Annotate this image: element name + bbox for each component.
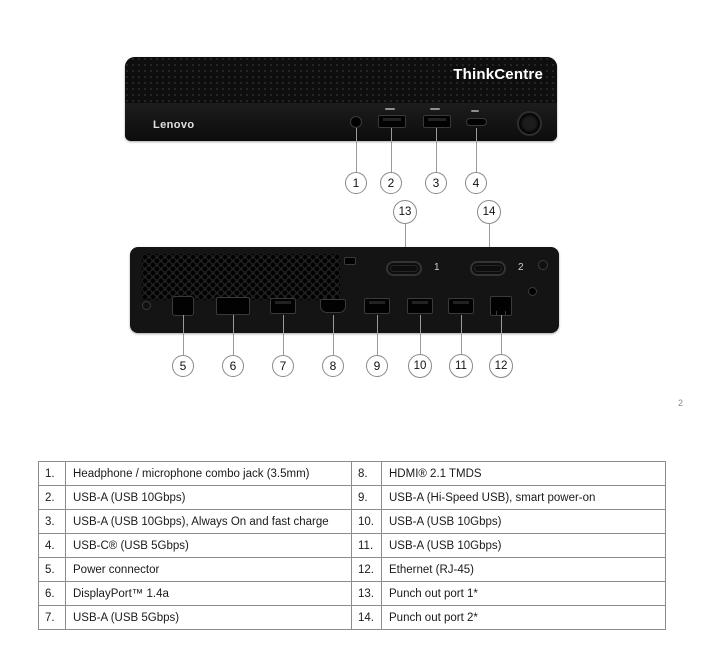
port-legend-table: 1. Headphone / microphone combo jack (3.… bbox=[38, 461, 666, 630]
leader-line-14 bbox=[489, 224, 490, 262]
legend-row: 6. DisplayPort™ 1.4a 13. Punch out port … bbox=[38, 581, 666, 606]
legend-row: 2. USB-A (USB 10Gbps) 9. USB-A (Hi-Speed… bbox=[38, 485, 666, 510]
callout-8: 8 bbox=[322, 355, 344, 377]
punch-out-label-2: 2 bbox=[518, 262, 524, 273]
legend-desc: Punch out port 2* bbox=[381, 605, 666, 630]
punch-out-port-1 bbox=[386, 261, 422, 276]
punch-out-label-1: 1 bbox=[434, 262, 440, 273]
callout-6: 6 bbox=[222, 355, 244, 377]
callout-10: 10 bbox=[408, 354, 432, 378]
legend-num: 12. bbox=[351, 557, 382, 582]
leader-line-10 bbox=[420, 315, 421, 355]
security-lock-slot bbox=[344, 257, 356, 265]
callout-14: 14 bbox=[477, 200, 501, 224]
screw bbox=[142, 301, 151, 310]
displayport bbox=[216, 297, 250, 315]
legend-num: 14. bbox=[351, 605, 382, 630]
legend-desc: USB-A (USB 10Gbps), Always On and fast c… bbox=[65, 509, 352, 534]
legend-num: 5. bbox=[38, 557, 66, 582]
callout-2: 2 bbox=[380, 172, 402, 194]
leader-line-6 bbox=[233, 315, 234, 355]
legend-desc: USB-C® (USB 5Gbps) bbox=[65, 533, 352, 558]
leader-line-11 bbox=[461, 315, 462, 355]
vent-grille bbox=[142, 254, 340, 300]
callout-4: 4 bbox=[465, 172, 487, 194]
callout-11: 11 bbox=[449, 354, 473, 378]
callout-5: 5 bbox=[172, 355, 194, 377]
legend-desc: HDMI® 2.1 TMDS bbox=[381, 461, 666, 486]
headphone-jack bbox=[350, 116, 362, 128]
leader-line-3 bbox=[436, 128, 437, 172]
hdmi-port bbox=[320, 299, 346, 313]
legend-desc: USB-A (Hi-Speed USB), smart power-on bbox=[381, 485, 666, 510]
legend-row: 5. Power connector 12. Ethernet (RJ-45) bbox=[38, 557, 666, 582]
rear-usb-a-port-1 bbox=[270, 298, 296, 314]
power-connector bbox=[172, 296, 194, 316]
leader-line-7 bbox=[283, 315, 284, 355]
callout-9: 9 bbox=[366, 355, 388, 377]
leader-line-12 bbox=[501, 315, 502, 355]
legend-desc: Ethernet (RJ-45) bbox=[381, 557, 666, 582]
power-button bbox=[517, 111, 542, 136]
antenna-hole bbox=[528, 287, 537, 296]
legend-desc: Headphone / microphone combo jack (3.5mm… bbox=[65, 461, 352, 486]
callout-3: 3 bbox=[425, 172, 447, 194]
page-number: 2 bbox=[678, 398, 684, 408]
usb-marking bbox=[385, 108, 395, 110]
legend-desc: USB-A (USB 10Gbps) bbox=[65, 485, 352, 510]
leader-line-5 bbox=[183, 315, 184, 355]
ethernet-port bbox=[490, 296, 512, 316]
legend-row: 1. Headphone / microphone combo jack (3.… bbox=[38, 461, 666, 486]
legend-desc: USB-A (USB 10Gbps) bbox=[381, 509, 666, 534]
front-top-surface: ThinkCentre bbox=[125, 57, 557, 103]
legend-num: 1. bbox=[38, 461, 66, 486]
legend-num: 10. bbox=[351, 509, 382, 534]
legend-desc: USB-A (USB 10Gbps) bbox=[381, 533, 666, 558]
legend-num: 13. bbox=[351, 581, 382, 606]
rear-usb-a-port-4 bbox=[448, 298, 474, 314]
legend-num: 8. bbox=[351, 461, 382, 486]
legend-row: 4. USB-C® (USB 5Gbps) 11. USB-A (USB 10G… bbox=[38, 533, 666, 558]
usb-c-marking bbox=[471, 110, 479, 112]
legend-row: 3. USB-A (USB 10Gbps), Always On and fas… bbox=[38, 509, 666, 534]
legend-desc: USB-A (USB 5Gbps) bbox=[65, 605, 352, 630]
legend-desc: DisplayPort™ 1.4a bbox=[65, 581, 352, 606]
rear-usb-a-port-3 bbox=[407, 298, 433, 314]
front-usb-a-port-1 bbox=[378, 115, 406, 128]
legend-num: 11. bbox=[351, 533, 382, 558]
legend-row: 7. USB-A (USB 5Gbps) 14. Punch out port … bbox=[38, 605, 666, 630]
callout-13: 13 bbox=[393, 200, 417, 224]
rear-usb-a-port-2 bbox=[364, 298, 390, 314]
front-usb-c-port bbox=[466, 118, 487, 126]
leader-line-13 bbox=[405, 224, 406, 262]
legend-num: 6. bbox=[38, 581, 66, 606]
callout-7: 7 bbox=[272, 355, 294, 377]
legend-desc: Punch out port 1* bbox=[381, 581, 666, 606]
front-usb-a-port-2 bbox=[423, 115, 451, 128]
leader-line-4 bbox=[476, 128, 477, 172]
leader-line-8 bbox=[333, 315, 334, 355]
usb-marking bbox=[430, 108, 440, 110]
rear-view: 1 2 bbox=[130, 247, 559, 333]
callout-1: 1 bbox=[345, 172, 367, 194]
leader-line-2 bbox=[391, 128, 392, 172]
leader-line-1 bbox=[356, 128, 357, 172]
legend-num: 4. bbox=[38, 533, 66, 558]
leader-line-9 bbox=[377, 315, 378, 355]
legend-num: 7. bbox=[38, 605, 66, 630]
punch-out-port-2 bbox=[470, 261, 506, 276]
thinkcentre-logo: ThinkCentre bbox=[453, 66, 543, 83]
legend-num: 2. bbox=[38, 485, 66, 510]
thumb-screw bbox=[538, 260, 548, 270]
legend-desc: Power connector bbox=[65, 557, 352, 582]
front-view: ThinkCentre Lenovo bbox=[125, 57, 557, 141]
lenovo-logo: Lenovo bbox=[153, 119, 195, 131]
legend-num: 3. bbox=[38, 509, 66, 534]
callout-12: 12 bbox=[489, 354, 513, 378]
legend-num: 9. bbox=[351, 485, 382, 510]
